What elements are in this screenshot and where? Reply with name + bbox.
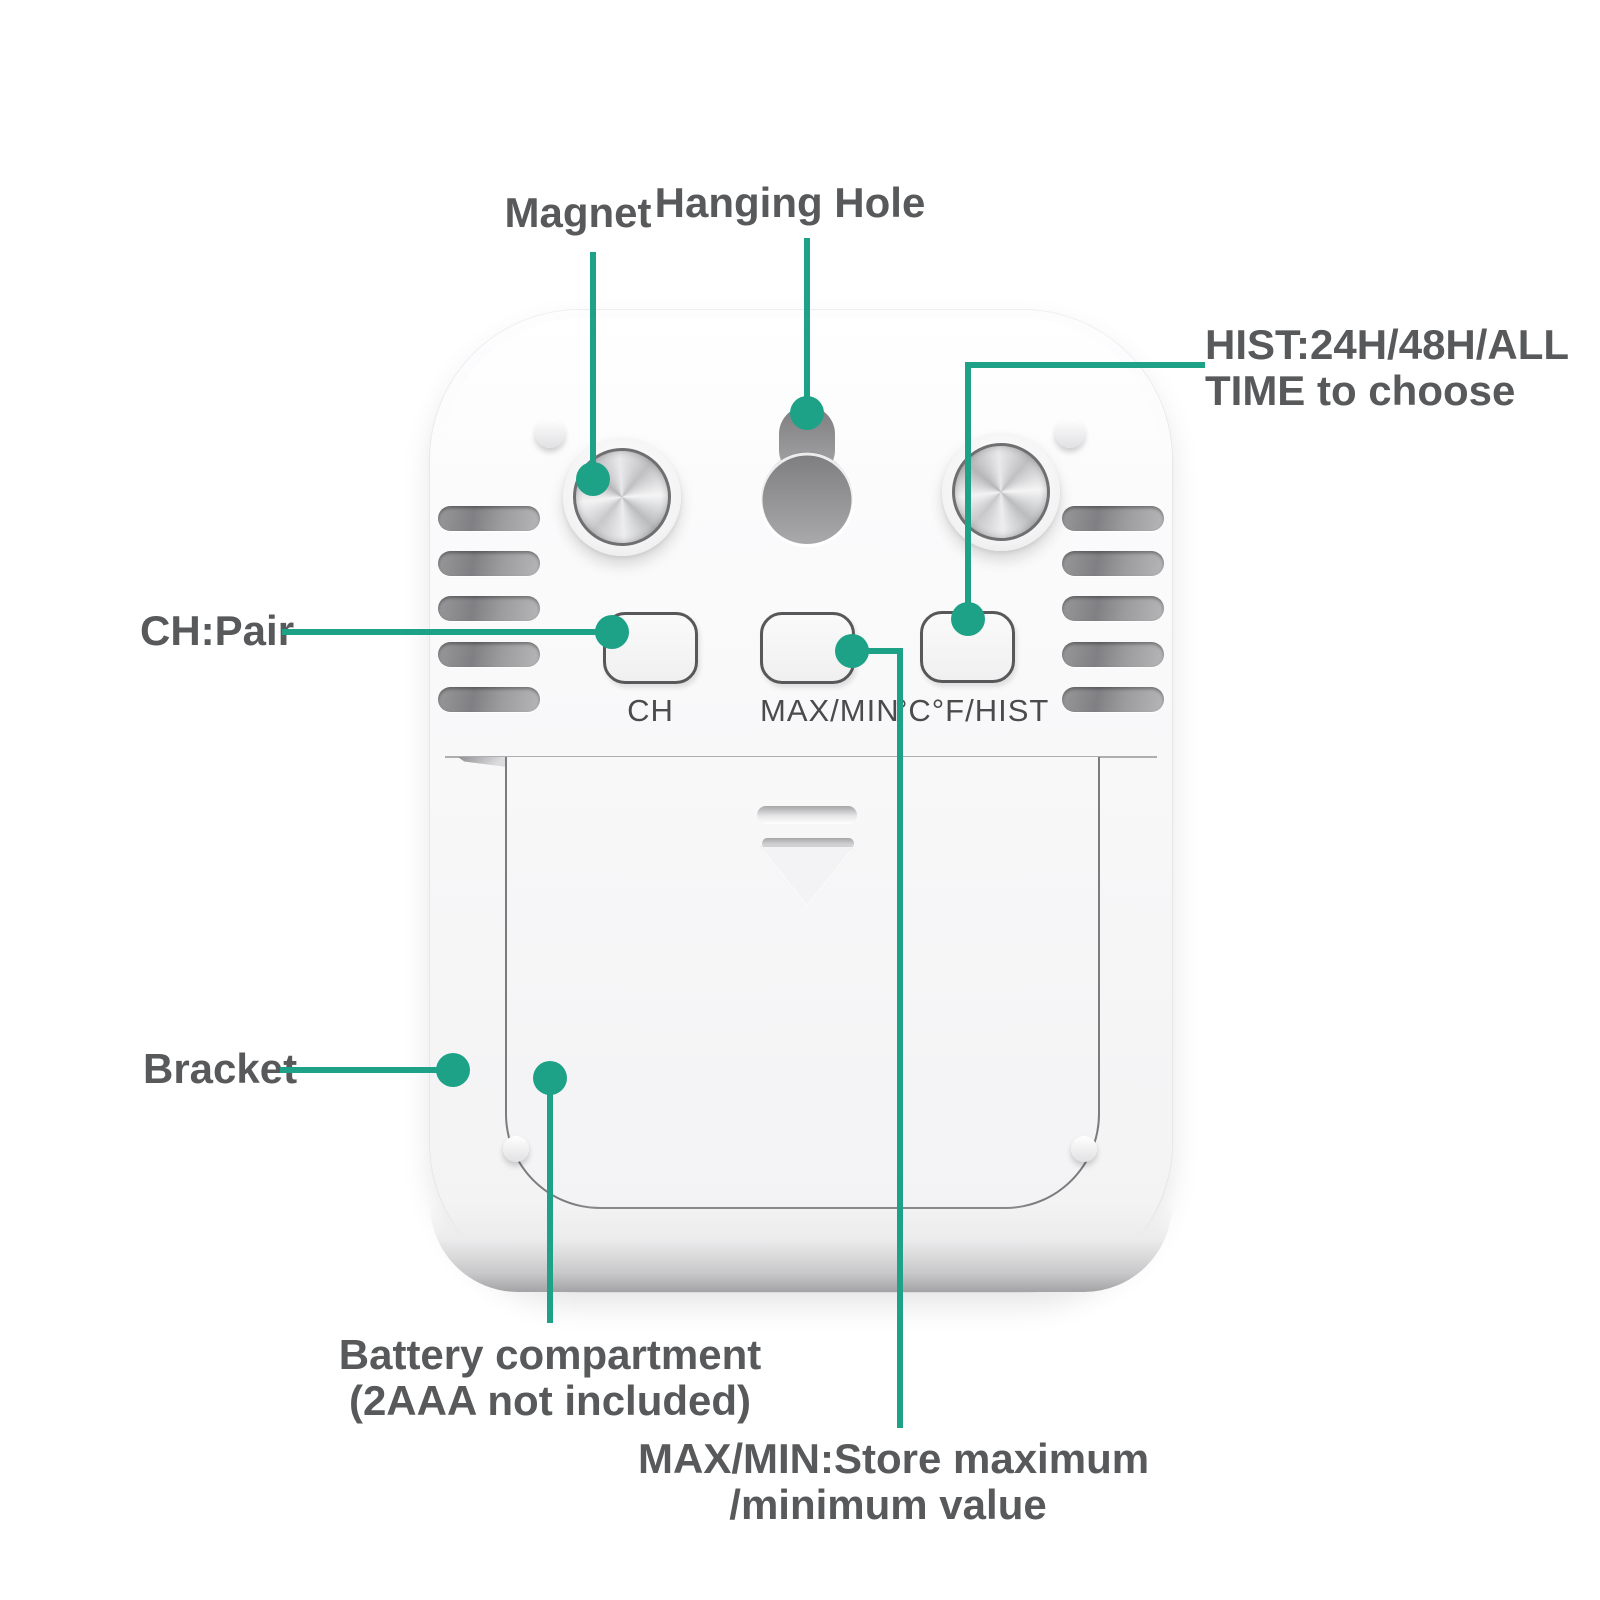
hist-callout-dot (951, 602, 985, 636)
vent-slot (438, 551, 540, 576)
vent-slot (1062, 596, 1164, 621)
peg-top-right (1055, 418, 1085, 448)
hanging-hole-callout-line (804, 238, 810, 414)
cf-hist-button-label: °C°F/HIST (895, 693, 1050, 728)
bracket-label: Bracket (143, 1045, 298, 1092)
bracket-callout-line (280, 1067, 455, 1073)
bracket-callout-dot (436, 1053, 470, 1087)
max-min-callout-line-vertical (897, 648, 903, 1428)
hist-callout-line-vertical (965, 362, 971, 620)
bracket-notch (458, 757, 510, 768)
vent-slot (438, 687, 540, 712)
battery-cover-arrow (761, 847, 853, 905)
vent-slot (1062, 687, 1164, 712)
ch-button-label: CH (627, 693, 674, 728)
ch-pair-label: CH:Pair (140, 607, 295, 654)
hanging-hole-callout-dot (790, 396, 824, 430)
peg-top-left (535, 418, 565, 448)
max-min-button-label: MAX/MIN (760, 693, 900, 728)
vent-slot (438, 596, 540, 621)
battery-label: Battery compartment (2AAA not included) (300, 1332, 800, 1424)
max-min-label: MAX/MIN:Store maximum /minimum value (638, 1435, 1150, 1528)
device-bottom-edge (430, 1204, 1172, 1292)
hist-label-line1: HIST:24H/48H/ALL (1205, 321, 1570, 368)
battery-label-line2: (2AAA not included) (348, 1377, 752, 1424)
vent-slot (1062, 551, 1164, 576)
vent-slot (1062, 506, 1164, 531)
hanging-hole (759, 406, 855, 548)
magnet-right (942, 433, 1060, 551)
battery-cover-slot (757, 806, 857, 824)
magnet-left (563, 438, 681, 556)
device-back-body: CH MAX/MIN °C°F/HIST (430, 310, 1172, 1292)
peg-bottom-right (1071, 1136, 1097, 1162)
max-min-label-line1: MAX/MIN:Store maximum (638, 1435, 1150, 1482)
hist-label: HIST:24H/48H/ALL TIME to choose (1205, 322, 1569, 414)
ch-pair-callout-dot (595, 615, 629, 649)
battery-cover-slot2 (762, 838, 854, 849)
hist-callout-line-horizontal (965, 362, 1205, 368)
magnet-callout-line (590, 252, 596, 480)
max-min-label-line2: /minimum value (729, 1481, 1047, 1528)
battery-callout-line (547, 1078, 553, 1323)
hist-label-line2: TIME to choose (1205, 367, 1516, 414)
peg-bottom-left (503, 1136, 529, 1162)
hanging-hole-label: Hanging Hole (654, 179, 926, 226)
max-min-callout-line-horizontal (852, 648, 903, 654)
vent-slot (1062, 642, 1164, 667)
magnet-label: Magnet (504, 189, 652, 236)
vent-slot (438, 642, 540, 667)
ch-pair-callout-line (282, 629, 612, 635)
magnet-callout-dot (576, 462, 610, 496)
battery-label-line1: Battery compartment (338, 1331, 762, 1378)
battery-cover (505, 757, 1100, 1209)
vent-slot (438, 506, 540, 531)
